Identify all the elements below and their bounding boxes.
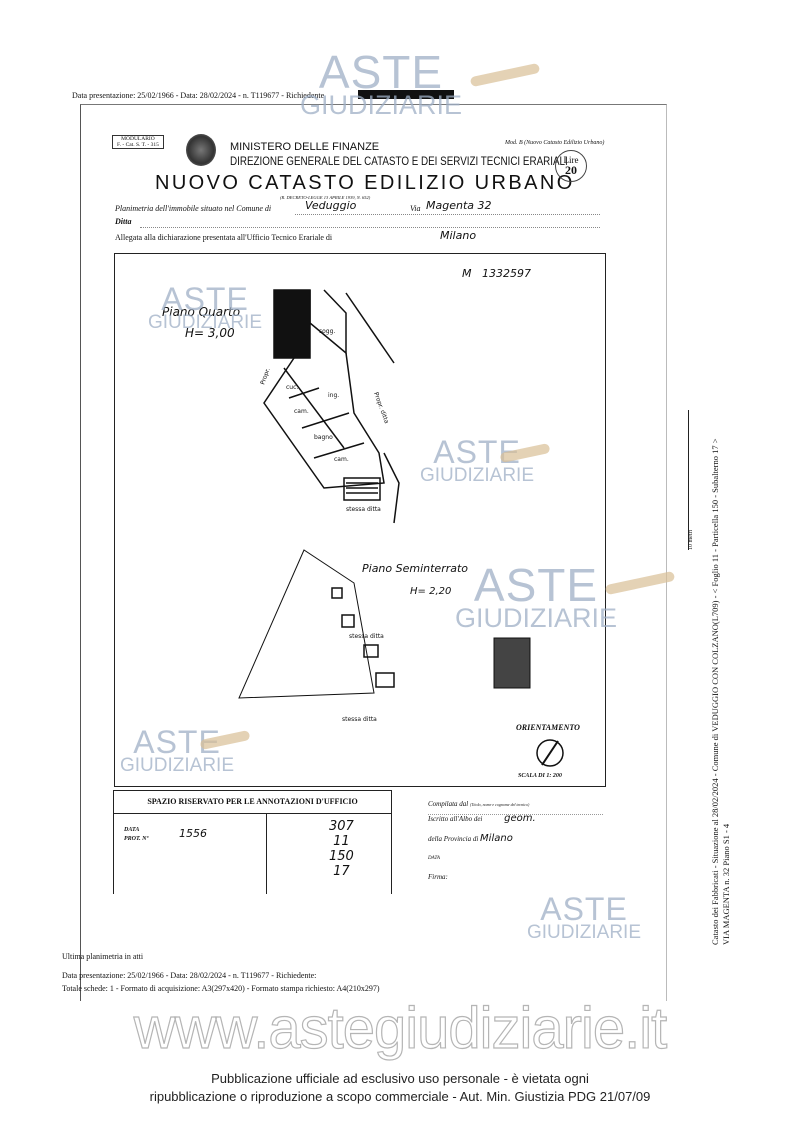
drawing-area: [114, 253, 606, 787]
side-line-1: Catasto dei Fabbricati - Situazione al 2…: [710, 438, 720, 945]
wm-aste: ASTE: [161, 281, 249, 317]
redaction-bar: [358, 90, 454, 99]
wm-giudiziarie: GIUDIZIARIE: [120, 754, 235, 776]
room-label: stessa ditta: [342, 716, 377, 723]
annotations-title: SPAZIO RISERVATO PER LE ANNOTAZIONI D'UF…: [114, 791, 391, 814]
form-title: NUOVO CATASTO EDILIZIO URBANO: [155, 172, 575, 194]
stamp-lire-label: Lire: [563, 155, 579, 165]
revenue-stamp: [493, 637, 531, 689]
data-label-2: DATA: [428, 856, 440, 861]
firma-label: Firma:: [428, 873, 448, 881]
gavel-icon: [469, 62, 541, 88]
foglio-number: 307: [329, 819, 354, 834]
republic-emblem-icon: [186, 134, 216, 166]
wm-giudiziarie: GIUDIZIARIE: [300, 90, 463, 121]
wm-giudiziarie: GIUDIZIARIE: [420, 464, 535, 486]
dotted-line: [295, 214, 600, 215]
floor-plan-drawing: sogg. cuc. ing. cam. bagno cam. Propr. s…: [238, 289, 564, 767]
footer-line-2: Totale schede: 1 - Formato di acquisizio…: [62, 984, 380, 993]
particella-number: 150: [329, 849, 354, 864]
floor2-label: Piano Seminterrato: [362, 562, 469, 575]
orientamento-label: ORIENTAMENTO: [516, 723, 580, 732]
decree-note: (R. DECRETO-LEGGE 13 APRILE 1939, N. 652…: [280, 195, 371, 200]
floor1-label: Piano Quarto: [162, 305, 241, 319]
number: 11: [333, 834, 350, 849]
compilata-label: Compilata dal: [428, 800, 469, 808]
side-line-2: VIA MAGENTA n. 32 Piano S1 - 4: [721, 823, 731, 945]
notice-line-2: ripubblicazione o riproduzione a scopo c…: [149, 1089, 651, 1104]
ufficio-value: Milano: [440, 229, 477, 242]
compilata-hint: (Titolo, nome e cognome del tecnico): [470, 802, 530, 807]
wm-aste: ASTE: [318, 46, 444, 98]
data-label: DATA: [124, 827, 140, 833]
dotted-line: [140, 227, 600, 228]
planimetria-label: Planimetria dell'immobile situato nel Co…: [115, 204, 272, 213]
room-label: cam.: [334, 456, 349, 463]
allegata-label: Allegata alla dichiarazione presentata a…: [115, 233, 333, 242]
provincia-value: Milano: [480, 833, 513, 844]
publication-notice: Pubblicazione ufficiale ad esclusivo uso…: [0, 1070, 800, 1106]
ministry-name: MINISTERO DELLE FINANZE: [230, 141, 380, 153]
annotations-table: SPAZIO RISERVATO PER LE ANNOTAZIONI D'UF…: [113, 790, 392, 894]
via-label: Via: [410, 204, 421, 213]
room-label: cam.: [294, 408, 309, 415]
subalterno-number: 17: [333, 864, 350, 879]
divider: [266, 814, 267, 894]
room-label: bagno: [314, 434, 333, 441]
modulario-label: MODULARIO: [121, 136, 155, 142]
modulario-code: F. - Cat. S. T. - 315: [117, 142, 159, 148]
room-label: sogg.: [319, 328, 335, 335]
iscritto-value: geom.: [504, 813, 536, 824]
notice-line-1: Pubblicazione ufficiale ad esclusivo uso…: [211, 1071, 589, 1086]
side-caption: Catasto dei Fabbricati - Situazione al 2…: [710, 438, 732, 945]
scale-label: SCALA DI 1: 200: [518, 773, 562, 779]
provincia-label: della Provincia di: [428, 835, 479, 843]
room-label: stessa ditta: [346, 506, 381, 513]
floor2-height: H= 2,20: [410, 586, 452, 597]
north-arrow-icon: [536, 739, 564, 767]
plan-code: M 1332597: [462, 267, 531, 280]
via-value: Magenta 32: [426, 199, 492, 212]
ditta-label: Ditta: [115, 217, 132, 226]
room-label: stessa ditta: [349, 633, 384, 640]
watermark-site: www.astegiudiziarie.it: [133, 995, 668, 1061]
wm-giudiziarie: GIUDIZIARIE: [527, 921, 642, 943]
mod-label: Mod. B (Nuovo Catasto Edilizio Urbano): [505, 140, 605, 146]
comune-value: Veduggio: [305, 199, 357, 212]
ultima-planimetria: Ultima planimetria in atti: [62, 952, 144, 961]
compilata-block: Compilata dal (Titolo, nome e cognome de…: [428, 795, 603, 887]
sheet-frame: [80, 104, 667, 1001]
room-label: ing.: [328, 392, 339, 399]
handwritten-ids: 307 11 150 17: [329, 819, 354, 879]
prot-label: PROT. Nº: [124, 836, 149, 842]
iscritto-label: Iscritto all'Albo dei: [428, 815, 483, 823]
header-line: Data presentazione: 25/02/1966 - Data: 2…: [72, 91, 325, 100]
room-label: Propr. ditta: [372, 391, 390, 425]
footer-line-1: Data presentazione: 25/02/1966 - Data: 2…: [62, 971, 317, 980]
wm-giudiziarie: GIUDIZIARIE: [148, 311, 263, 333]
room-label: cuc.: [286, 384, 298, 391]
room-label: Propr.: [259, 367, 271, 386]
stamp-lire-value: 20: [565, 163, 577, 177]
prot-value: 1556: [179, 827, 207, 840]
wm-aste: ASTE: [473, 559, 599, 611]
scale-bar: [688, 410, 689, 550]
wm-aste: ASTE: [540, 891, 628, 927]
floor1-height: H= 3,00: [185, 326, 235, 340]
direction-name: DIREZIONE GENERALE DEL CATASTO E DEI SER…: [230, 154, 568, 168]
wm-giudiziarie: GIUDIZIARIE: [455, 603, 618, 634]
